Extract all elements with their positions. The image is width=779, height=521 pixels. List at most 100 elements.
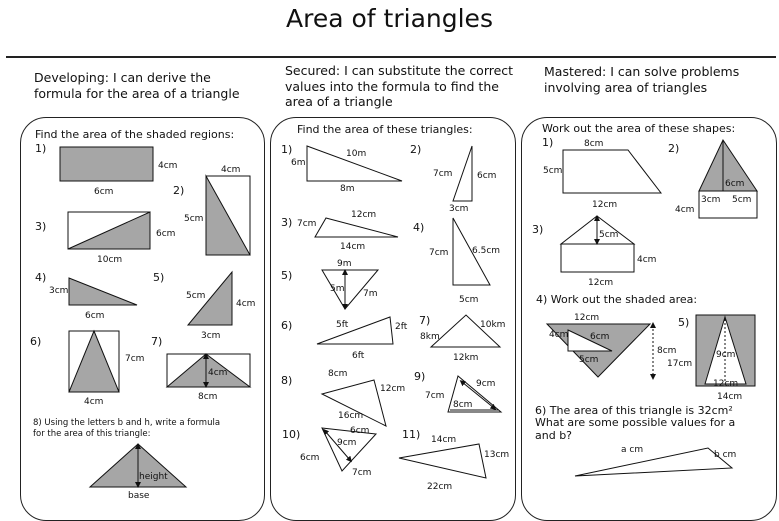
sec-label: 3) <box>281 216 292 229</box>
mas-q1: 1) 8cm 5cm 12cm <box>542 136 663 210</box>
dev-q8-line1: 8) Using the letters b and h, write a fo… <box>33 418 220 428</box>
dev-label: 5) <box>153 271 164 284</box>
sec-instruction: Find the area of these triangles: <box>297 123 473 136</box>
dev-label: 7cm <box>125 354 144 364</box>
sec-label: 1) <box>281 143 292 156</box>
mas-label: a cm <box>621 445 643 455</box>
dev-label: 10cm <box>97 255 122 265</box>
mas-label: 3) <box>532 223 543 236</box>
sec-label: 9m <box>337 259 352 269</box>
dev-label: 4cm <box>158 161 177 171</box>
mas-label: 12cm <box>713 379 738 389</box>
sec-q9: 9) 9cm 7cm 8cm <box>414 370 503 413</box>
mastered-heading: Mastered: I can solve problems involving… <box>544 64 740 95</box>
dev-q7: 7) 4cm 8cm <box>151 335 252 402</box>
dev-label: 8cm <box>198 392 217 402</box>
sec-q10: 10) 6cm 9cm 6cm 7cm <box>282 426 378 478</box>
dev-label: 6cm <box>94 187 113 197</box>
sec-label: 16cm <box>338 411 363 421</box>
sec-label: 14cm <box>340 242 365 252</box>
dev-label: 4cm <box>221 165 240 175</box>
sec-label: 6cm <box>477 171 496 181</box>
sec-label: 10km <box>480 320 505 330</box>
dev-label: 6cm <box>156 229 175 239</box>
dev-label: 1) <box>35 142 46 155</box>
mas-label: 5cm <box>579 355 598 365</box>
dev-label: 4cm <box>84 397 103 407</box>
sec-label: 2) <box>410 143 421 156</box>
dev-label: 4cm <box>236 299 255 309</box>
dev-q4: 4) 3cm 6cm <box>35 271 138 321</box>
mas-label: 5cm <box>732 195 751 205</box>
mas-label: 5cm <box>599 230 618 240</box>
dev-q8-line2: for the area of this triangle: <box>33 429 150 439</box>
sec-label: 9cm <box>476 379 495 389</box>
sec-label: 5ft <box>336 320 349 330</box>
mas-label: 1) <box>542 136 553 149</box>
sec-label: 12km <box>453 353 478 363</box>
mas-q5: 5) 9cm 17cm 12cm 14cm <box>667 314 756 402</box>
sec-label: 5cm <box>459 295 478 305</box>
sec-label: 5) <box>281 269 292 282</box>
sec-label: 5m <box>330 284 345 294</box>
dev-label: 5cm <box>186 291 205 301</box>
sec-label: 12cm <box>351 210 376 220</box>
mas-q6-line2: What are some possible values for a <box>535 416 735 429</box>
dev-label: 4) <box>35 271 46 284</box>
sec-label: 4) <box>413 221 424 234</box>
sec-label: 7) <box>419 314 430 327</box>
mas-label: 3cm <box>701 195 720 205</box>
sec-label: 7m <box>363 289 378 299</box>
dev-instruction: Find the area of the shaded regions: <box>35 128 234 141</box>
sec-q11: 11) 14cm 13cm 22cm <box>398 428 509 492</box>
mas-label: 12cm <box>574 313 599 323</box>
sec-label: 22cm <box>427 482 452 492</box>
mas-label: 6cm <box>590 332 609 342</box>
dev-label: 4cm <box>208 368 227 378</box>
mas-q6: a cm b cm <box>574 445 736 477</box>
sec-label: 6m <box>291 158 306 168</box>
dev-label: 3) <box>35 220 46 233</box>
sec-label: 6.5cm <box>472 246 500 256</box>
sec-q7: 7) 10km 8km 12km <box>419 314 505 363</box>
sec-label: 9) <box>414 370 425 383</box>
mas-label: 5cm <box>543 166 562 176</box>
sec-label: 13cm <box>484 450 509 460</box>
dev-label: 3cm <box>201 331 220 341</box>
dev-q1: 1) 4cm 6cm <box>35 142 177 197</box>
sec-label: 8) <box>281 374 292 387</box>
sec-label: 7cm <box>425 391 444 401</box>
sec-label: 7cm <box>429 248 448 258</box>
dev-q8: 8) Using the letters b and h, write a fo… <box>33 418 220 501</box>
sec-label: 6ft <box>352 351 365 361</box>
sec-label: 3cm <box>449 204 468 214</box>
mas-q4: 12cm 4cm 6cm 5cm 8cm <box>545 313 676 380</box>
sec-q4: 4) 7cm 6.5cm 5cm <box>413 217 500 305</box>
sec-label: 10m <box>346 149 366 159</box>
dev-label: 6cm <box>85 311 104 321</box>
developing-heading: Developing: I can derive the formula for… <box>34 70 240 101</box>
dev-q5: 5) 5cm 4cm 3cm <box>153 270 255 341</box>
sec-q5: 5) 9m 5m 7m <box>281 259 380 310</box>
mas-q6-line1: 6) The area of this triangle is 32cm² <box>535 404 733 417</box>
sec-label: 8km <box>420 332 440 342</box>
sec-label: 11) <box>402 428 420 441</box>
sec-label: 8m <box>340 184 355 194</box>
sec-q2: 2) 7cm 6cm 3cm <box>410 143 496 214</box>
secured-heading: Secured: I can substitute the correct va… <box>285 63 514 109</box>
dev-q2: 4cm 2) 5cm <box>173 165 251 256</box>
sec-label: 2ft <box>395 322 408 332</box>
dev-label: 6) <box>30 335 41 348</box>
page-title: Area of triangles <box>286 4 493 33</box>
mas-label: 12cm <box>592 200 617 210</box>
sec-q3: 3) 7cm 12cm 14cm <box>281 210 399 252</box>
sec-label: 7cm <box>352 468 371 478</box>
dev-label: base <box>128 491 150 501</box>
sec-label: 6cm <box>300 453 319 463</box>
mas-label: b cm <box>714 450 736 460</box>
sec-label: 10) <box>282 428 300 441</box>
dev-label: 3cm <box>49 286 68 296</box>
sec-q1: 1) 6m 10m 8m <box>281 143 403 194</box>
mas-label: 17cm <box>667 359 692 369</box>
